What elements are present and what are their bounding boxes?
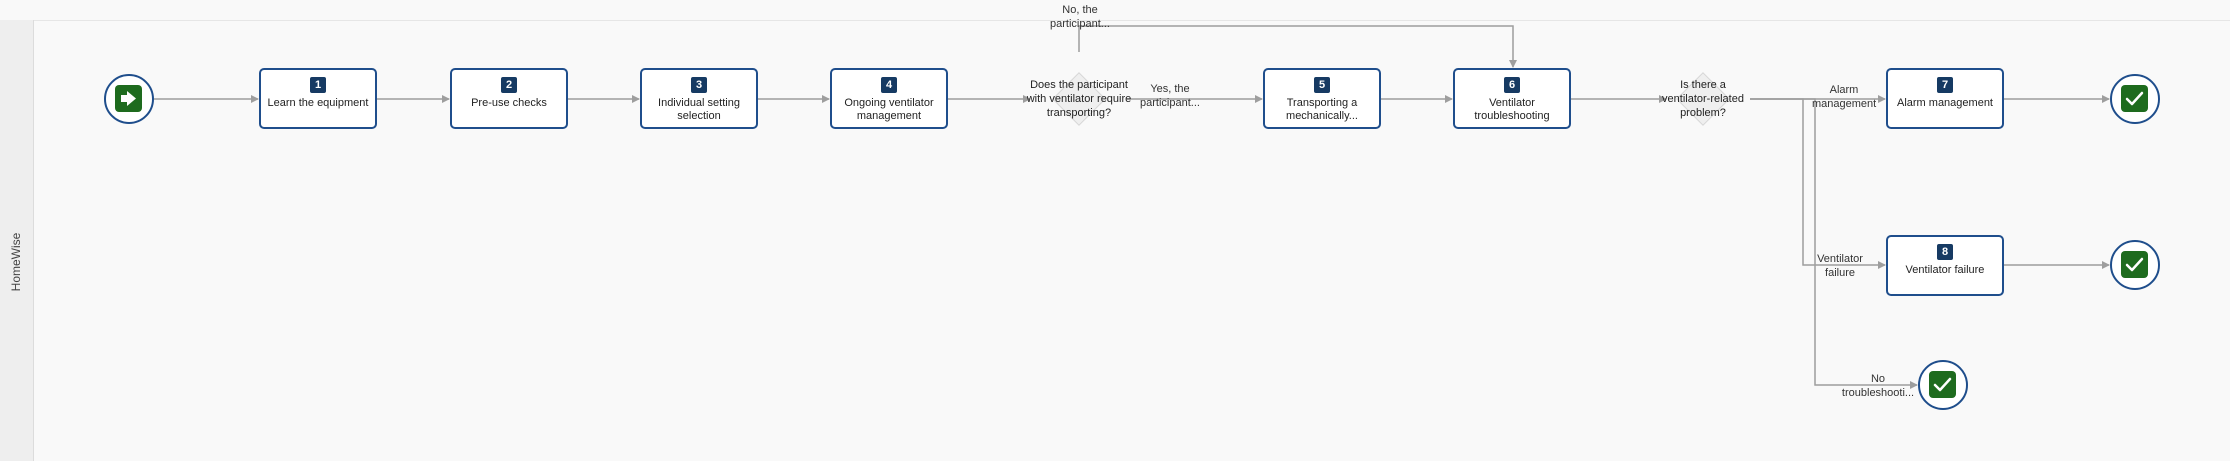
arrow-right-icon: [115, 85, 142, 112]
task-learn-equipment[interactable]: 1 Learn the equipment: [259, 68, 377, 129]
task-number-badge: 2: [501, 77, 517, 93]
end-event-alarm[interactable]: [2110, 74, 2160, 124]
task-label: Ongoing ventilator management: [844, 97, 934, 122]
gateway-label: Does the participant with ventilator req…: [1026, 79, 1132, 119]
task-pre-use-checks[interactable]: 2 Pre-use checks: [450, 68, 568, 129]
task-ventilator-failure[interactable]: 8 Ventilator failure: [1886, 235, 2004, 296]
flow-label-yes-participant: Yes, the participant...: [1140, 83, 1200, 109]
flow-label-alarm-management: Alarm management: [1812, 84, 1877, 110]
flow-label-no-participant: No, the participant...: [1050, 4, 1110, 30]
flow-label-no-troubleshooting: No troubleshooti...: [1841, 373, 1915, 399]
top-bar: [0, 0, 2230, 21]
task-label: Individual setting selection: [658, 97, 740, 122]
end-event-no-troubleshooting[interactable]: [1918, 360, 1968, 410]
task-label: Learn the equipment: [267, 97, 369, 109]
task-label: Ventilator failure: [1905, 264, 1985, 276]
task-number-badge: 4: [881, 77, 897, 93]
start-event[interactable]: [104, 74, 154, 124]
task-label: Transporting a mechanically...: [1286, 97, 1358, 122]
task-number-badge: 5: [1314, 77, 1330, 93]
gateway-ventilator-problem[interactable]: Is there a ventilator-related problem?: [1662, 71, 1744, 127]
task-ongoing-ventilator-management[interactable]: 4 Ongoing ventilator management: [830, 68, 948, 129]
check-icon: [1929, 371, 1956, 398]
flow-label-ventilator-failure: Ventilator failure: [1817, 253, 1863, 279]
end-event-failure[interactable]: [2110, 240, 2160, 290]
flow-gateway1-to-6: [1078, 25, 1517, 68]
task-alarm-management[interactable]: 7 Alarm management: [1886, 68, 2004, 129]
flow-gateway2-to-end3: [1750, 98, 1918, 389]
task-label: Pre-use checks: [471, 97, 547, 109]
task-number-badge: 6: [1504, 77, 1520, 93]
task-number-badge: 1: [310, 77, 326, 93]
swimlane-header: HomeWise: [0, 20, 34, 461]
check-icon: [2121, 251, 2148, 278]
task-label: Alarm management: [1897, 97, 1993, 109]
task-number-badge: 8: [1937, 244, 1953, 260]
task-number-badge: 3: [691, 77, 707, 93]
task-ventilator-troubleshooting[interactable]: 6 Ventilator troubleshooting: [1453, 68, 1571, 129]
task-label: Ventilator troubleshooting: [1474, 97, 1550, 122]
gateway-transporting-decision[interactable]: Does the participant with ventilator req…: [1027, 71, 1131, 127]
task-number-badge: 7: [1937, 77, 1953, 93]
flow-gateway2-to-8: [1750, 98, 1886, 269]
gateway-label: Is there a ventilator-related problem?: [1662, 79, 1744, 119]
task-transporting[interactable]: 5 Transporting a mechanically...: [1263, 68, 1381, 129]
task-individual-setting-selection[interactable]: 3 Individual setting selection: [640, 68, 758, 129]
check-icon: [2121, 85, 2148, 112]
